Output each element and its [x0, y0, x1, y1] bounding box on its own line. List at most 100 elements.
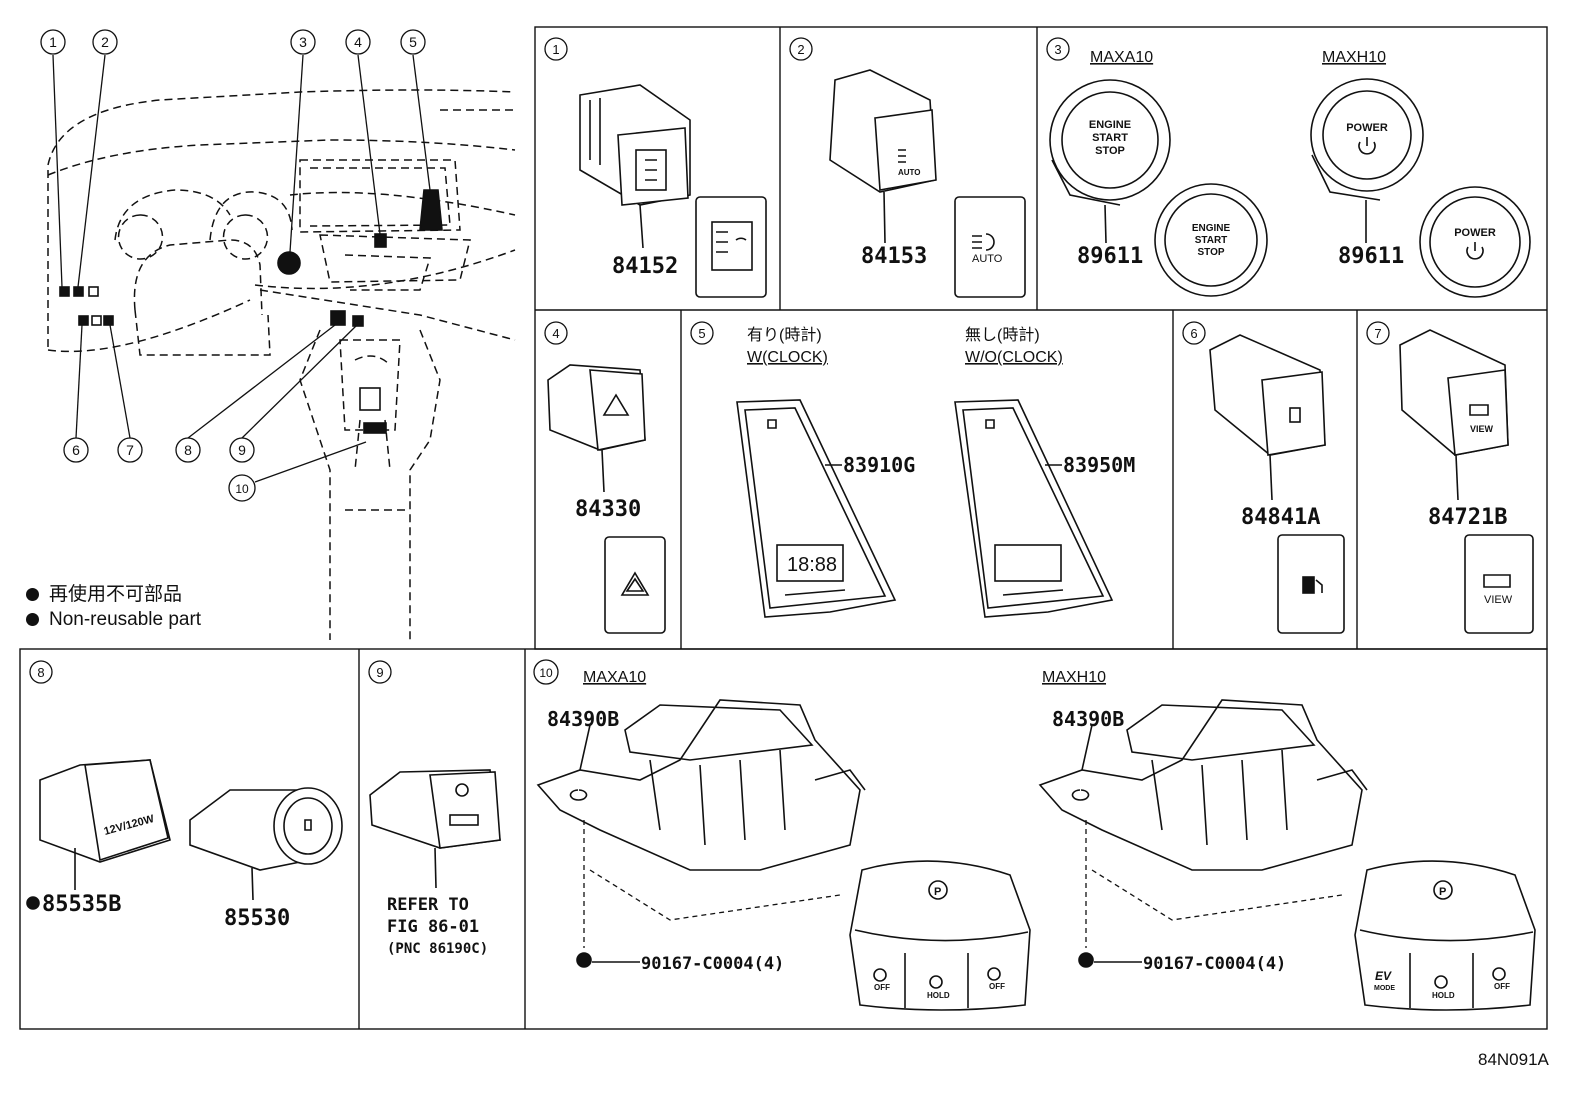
part-85530: 85530: [224, 906, 290, 931]
callout-5: 5: [409, 34, 417, 50]
power-socket-drawing: [189, 787, 343, 871]
view-text-large: VIEW: [1484, 594, 1513, 606]
callout-2: 2: [101, 34, 109, 50]
panel-4-icon-detail: [604, 536, 666, 634]
dashboard-overview: 1 2 3 4 5 6 7 8 9 10: [40, 29, 516, 640]
power-label: POWER: [1346, 122, 1388, 134]
panel-10: 10 MAXA10 MAXH10 84390B 90167-C0004(4) P: [533, 659, 1536, 1011]
callout-4: 4: [354, 34, 362, 50]
panel-5-number: 5: [698, 326, 705, 341]
auto-light-switch-drawing: AUTO: [829, 69, 937, 193]
without-clock-jp: 無し(時計): [965, 326, 1040, 344]
console-switch-a-drawing: [536, 699, 866, 871]
diagram-id: 84N091A: [1478, 1050, 1549, 1069]
btn-off-a2: OFF: [989, 982, 1005, 991]
panel-3: 3 MAXA10 MAXH10 ENGINE START STOP 89611 …: [1046, 37, 1531, 298]
panel-frames: [19, 26, 1548, 1030]
hazard-switch-drawing: [547, 364, 646, 451]
legend-en-text: Non-reusable part: [49, 609, 202, 630]
panel-1-number: 1: [552, 42, 559, 57]
panel-6-icon-detail: [1277, 534, 1345, 634]
part-84390B-a: 84390B: [547, 707, 619, 731]
power-icon: [1358, 137, 1376, 155]
panel-2-icon-detail: [954, 196, 1026, 298]
engine-start-button-drawing: ENGINE START STOP: [1049, 79, 1171, 206]
view-icon: [1483, 574, 1511, 588]
power-icon-detail: POWER: [1419, 186, 1531, 298]
panel-7: 7 VIEW 84721B VIEW: [1366, 321, 1534, 634]
part-83910G: 83910G: [843, 453, 915, 477]
engine-detail-1: ENGINE: [1192, 223, 1231, 234]
variant-maxh10-p10: MAXH10: [1042, 669, 1106, 686]
engine-label-2: START: [1092, 132, 1128, 144]
panel-4-number: 4: [552, 326, 559, 341]
non-reusable-dot-icon: [26, 588, 39, 601]
callout-8: 8: [184, 442, 192, 458]
variant-maxa10-p10: MAXA10: [583, 669, 646, 686]
without-clock-en: W/O(CLOCK): [965, 349, 1063, 366]
bolt-b: 90167-C0004(4): [1143, 954, 1286, 974]
panel-1-icon-detail: [695, 196, 767, 298]
panel-7-number: 7: [1374, 326, 1381, 341]
view-switch-drawing: VIEW: [1399, 329, 1509, 456]
part-84330: 84330: [575, 497, 641, 522]
part-84390B-b: 84390B: [1052, 707, 1124, 731]
part-83950M: 83950M: [1063, 453, 1135, 477]
power-button-drawing: POWER: [1310, 78, 1424, 201]
panel-8: 8 12V/120W 85535B 85530: [26, 660, 343, 931]
callout-10: 10: [235, 482, 249, 496]
btn-ev: EV: [1375, 969, 1392, 983]
non-reusable-dot-icon: [26, 613, 39, 626]
auto-text-small: AUTO: [898, 168, 921, 177]
panel-6-number: 6: [1190, 326, 1197, 341]
power-detail-icon: [1466, 242, 1484, 260]
variant-maxa10-p3: MAXA10: [1090, 49, 1153, 66]
part-89611-a: 89611: [1077, 244, 1143, 269]
park-icon-a: P: [934, 886, 941, 898]
part-84721B: 84721B: [1428, 505, 1507, 530]
power-detail-label: POWER: [1454, 227, 1496, 239]
panel-10-number: 10: [539, 666, 553, 680]
power-socket-cover-drawing: 12V/120W: [39, 759, 171, 863]
part-85535B: 85535B: [42, 892, 121, 917]
panel-4: 4 84330: [544, 321, 666, 634]
variant-maxh10-p3: MAXH10: [1322, 49, 1386, 66]
panel-6: 6 84841A: [1182, 321, 1345, 634]
panel-2: 2 AUTO 84153 AUTO: [789, 37, 1026, 298]
climate-panel-with-clock: 18:88: [736, 399, 897, 618]
panel-8-number: 8: [37, 665, 44, 680]
refer-line-2: FIG 86-01: [387, 917, 479, 937]
with-clock-jp: 有り(時計): [747, 326, 822, 344]
fuel-door-switch-drawing: [1209, 334, 1326, 456]
callout-6: 6: [72, 442, 80, 458]
panel-2-number: 2: [797, 42, 804, 57]
engine-start-icon-detail: ENGINE START STOP: [1154, 183, 1268, 297]
console-switch-b-drawing: [1038, 699, 1368, 871]
btn-hold-b: HOLD: [1432, 991, 1455, 1000]
btn-off-a1: OFF: [874, 983, 890, 992]
btn-hold-a: HOLD: [927, 991, 950, 1000]
panel-9: 9 REFER TO FIG 86-01 (PNC 86190C): [368, 660, 501, 957]
usb-port-drawing: [369, 769, 501, 849]
panel-3-number: 3: [1054, 42, 1061, 57]
part-89611-b: 89611: [1338, 244, 1404, 269]
engine-label-3: STOP: [1095, 145, 1125, 157]
part-84153: 84153: [861, 244, 927, 269]
panel-1: 1 84152: [544, 37, 767, 298]
callout-3: 3: [299, 34, 307, 50]
part-84841A: 84841A: [1241, 505, 1320, 530]
engine-detail-3: STOP: [1197, 247, 1224, 258]
fuel-icon: [1302, 576, 1315, 594]
callout-1: 1: [49, 34, 57, 50]
engine-label-1: ENGINE: [1089, 119, 1131, 131]
panel-9-number: 9: [376, 665, 383, 680]
headlamp-switch-drawing: [579, 84, 691, 206]
refer-line-3: (PNC 86190C): [387, 941, 488, 957]
engine-detail-2: START: [1195, 235, 1228, 246]
auto-text-large: AUTO: [972, 253, 1003, 265]
park-icon-b: P: [1439, 886, 1446, 898]
bolt-a: 90167-C0004(4): [641, 954, 784, 974]
panel-7-icon-detail: [1464, 534, 1534, 634]
hazard-icon: [620, 571, 650, 596]
